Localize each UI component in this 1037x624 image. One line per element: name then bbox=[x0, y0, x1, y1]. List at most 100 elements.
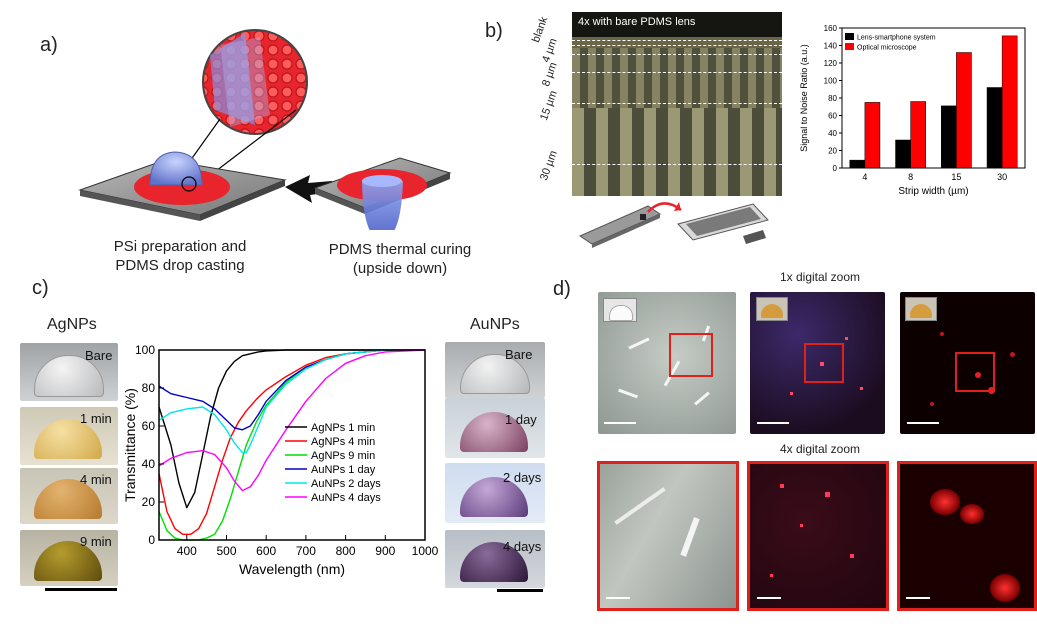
particle bbox=[618, 388, 638, 399]
series-line bbox=[158, 349, 425, 541]
aunps-title: AuNPs bbox=[470, 316, 520, 333]
particle bbox=[770, 574, 773, 577]
series-line bbox=[158, 349, 425, 431]
x-tick-label: 15 bbox=[951, 172, 961, 182]
y-tick-label: 100 bbox=[135, 343, 155, 357]
bar bbox=[895, 139, 911, 169]
zoom-region-box bbox=[669, 333, 713, 377]
zoom-region-box bbox=[955, 352, 995, 392]
y-tick-label: 140 bbox=[824, 42, 838, 51]
x-tick-label: 4 bbox=[862, 172, 867, 182]
x-axis-label: Strip width (µm) bbox=[898, 186, 968, 197]
panel-a-caption-left: PSi preparation and PDMS drop casting bbox=[80, 237, 280, 275]
plot-frame bbox=[158, 349, 426, 541]
aunp-photo-4days bbox=[445, 530, 545, 588]
lens-thumbnail bbox=[905, 297, 937, 321]
particle bbox=[960, 504, 984, 524]
particle bbox=[930, 402, 934, 406]
lens-thumbnail bbox=[603, 298, 637, 322]
strip-micrograph: 4x with bare PDMS lens bbox=[572, 12, 782, 196]
aunp-photo-1day bbox=[445, 398, 545, 458]
zoom-region-box bbox=[804, 343, 844, 383]
legend-entry: AuNPs 1 day bbox=[311, 464, 376, 476]
legend-entry: AgNPs 9 min bbox=[311, 450, 375, 462]
x-tick-label: 600 bbox=[256, 544, 276, 558]
x-tick-label: 8 bbox=[908, 172, 913, 182]
aunp-scale-bar bbox=[497, 589, 543, 592]
agnp-label-1min: 1 min bbox=[80, 411, 112, 426]
caption-line: (upside down) bbox=[352, 260, 448, 277]
aunp-label-2days: 2 days bbox=[503, 470, 542, 485]
panel-b-label: b) bbox=[485, 20, 503, 42]
legend-entry: AuNPs 2 days bbox=[311, 478, 381, 490]
scale-bar bbox=[606, 597, 630, 599]
agnp-label-9min: 9 min bbox=[80, 534, 112, 549]
left-substrate bbox=[78, 151, 287, 221]
lens-thumbnail bbox=[756, 297, 788, 321]
legend-entry: AgNPs 4 min bbox=[311, 436, 375, 448]
aunp-photo-bare bbox=[445, 342, 545, 398]
agnp-scale-bar bbox=[45, 588, 117, 591]
aunp-label-bare: Bare bbox=[505, 347, 533, 362]
camera-lens-icon bbox=[640, 214, 646, 220]
x-tick-label: 30 bbox=[997, 172, 1007, 182]
legend-swatch bbox=[845, 33, 854, 40]
series-line bbox=[158, 349, 425, 454]
particle bbox=[850, 554, 854, 558]
zoom1-label: 1x digital zoom bbox=[779, 270, 861, 284]
aunp-label-1day: 1 day bbox=[505, 412, 537, 427]
particle bbox=[825, 492, 830, 497]
y-tick-label: 160 bbox=[824, 24, 838, 33]
panel-a-illustration bbox=[78, 29, 452, 230]
legend-swatch bbox=[845, 43, 854, 50]
y-tick-label: 0 bbox=[833, 164, 838, 173]
y-axis-label: Signal to Noise Ratio (a.u.) bbox=[799, 44, 809, 152]
process-arrow bbox=[285, 175, 332, 203]
y-tick-label: 100 bbox=[824, 77, 838, 86]
y-tick-label: 60 bbox=[828, 112, 837, 121]
strip-label-30um: 30 µm bbox=[538, 149, 560, 183]
micrograph-title: 4x with bare PDMS lens bbox=[578, 16, 696, 28]
particle bbox=[820, 362, 824, 366]
guide-line bbox=[572, 72, 782, 73]
guide-line bbox=[572, 40, 782, 41]
legend-entry: AuNPs 4 days bbox=[311, 492, 381, 504]
panel-a-caption-right: PDMS thermal curing (upside down) bbox=[300, 240, 500, 278]
particle bbox=[990, 574, 1020, 602]
legend-entry: AgNPs 1 min bbox=[311, 422, 375, 434]
zoom1-image-aunp bbox=[900, 292, 1035, 434]
zoom4-image-agnp bbox=[747, 461, 889, 611]
zoom4-image-aunp bbox=[897, 461, 1037, 611]
y-axis-label: Transmittance (%) bbox=[125, 388, 138, 502]
bar bbox=[941, 105, 957, 169]
agnp-label-4min: 4 min bbox=[80, 472, 112, 487]
particle bbox=[930, 489, 960, 515]
bar bbox=[910, 101, 926, 169]
panel-a-label: a) bbox=[40, 34, 58, 56]
particle bbox=[800, 524, 803, 527]
agnp-photo-1min bbox=[20, 407, 118, 465]
x-tick-label: 1000 bbox=[412, 544, 439, 558]
agnp-photo-9min bbox=[20, 530, 118, 586]
zoom1-image-agnp bbox=[750, 292, 885, 434]
y-tick-label: 40 bbox=[142, 457, 156, 471]
pore-magnifier bbox=[179, 29, 308, 188]
x-tick-label: 400 bbox=[177, 544, 197, 558]
particle bbox=[680, 517, 700, 557]
agnp-photo-bare bbox=[20, 343, 118, 401]
x-axis-label: Wavelength (nm) bbox=[239, 561, 345, 577]
y-tick-label: 120 bbox=[824, 59, 838, 68]
scale-bar bbox=[906, 597, 930, 599]
strip-pattern-wide bbox=[572, 108, 782, 196]
x-tick-label: 900 bbox=[375, 544, 395, 558]
bar bbox=[986, 87, 1003, 169]
particle bbox=[628, 337, 650, 350]
zoom4-label: 4x digital zoom bbox=[779, 442, 861, 456]
x-tick-label: 500 bbox=[216, 544, 236, 558]
y-tick-label: 80 bbox=[142, 381, 156, 395]
aunp-photo-2days bbox=[445, 463, 545, 523]
right-substrate bbox=[313, 157, 452, 230]
legend-entry: Lens-smartphone system bbox=[857, 35, 936, 42]
scale-bar bbox=[907, 422, 939, 424]
